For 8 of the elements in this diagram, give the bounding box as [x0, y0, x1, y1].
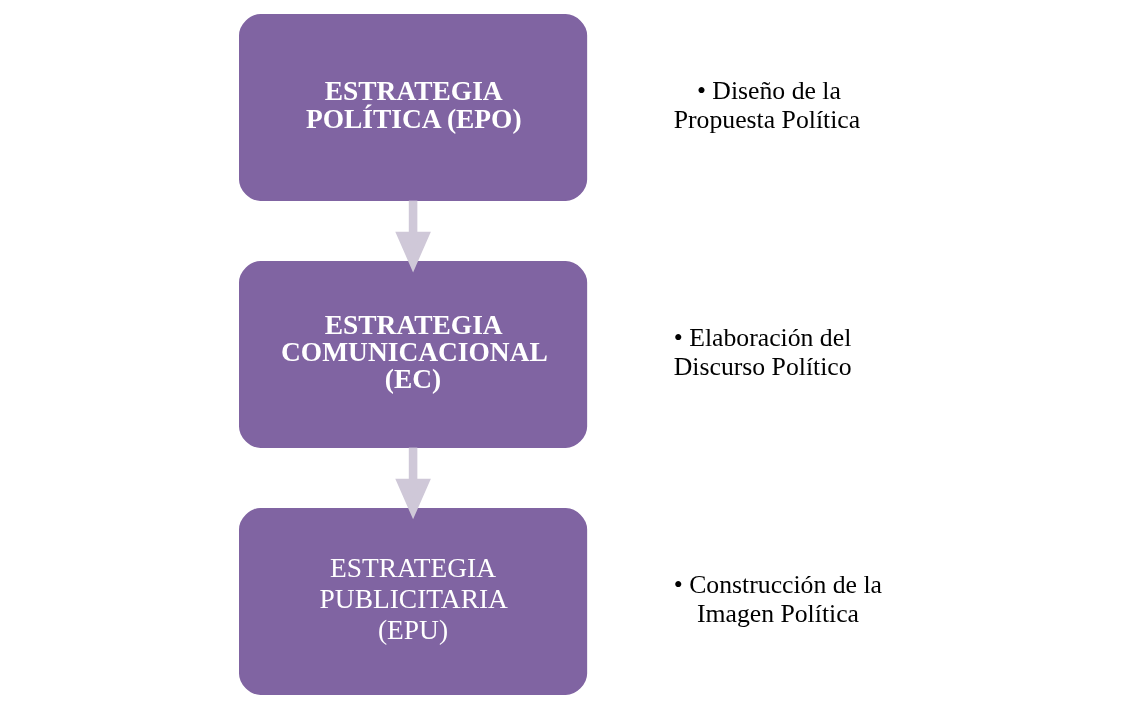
node-label: • Construcción de la Imagen Política [673, 569, 882, 629]
node-label: • Diseño de la Propuesta Política [673, 75, 860, 135]
node-label: • Elaboración del Discurso Político [673, 322, 852, 382]
node-box: ESTRATEGIA PUBLICITARIA (EPU) [238, 508, 587, 695]
node-box: ESTRATEGIA POLÍTICA (EPO) [238, 14, 587, 201]
node-box: ESTRATEGIA COMUNICACIONAL (EC) [238, 261, 587, 448]
arrow [394, 447, 431, 520]
arrow [394, 200, 431, 273]
